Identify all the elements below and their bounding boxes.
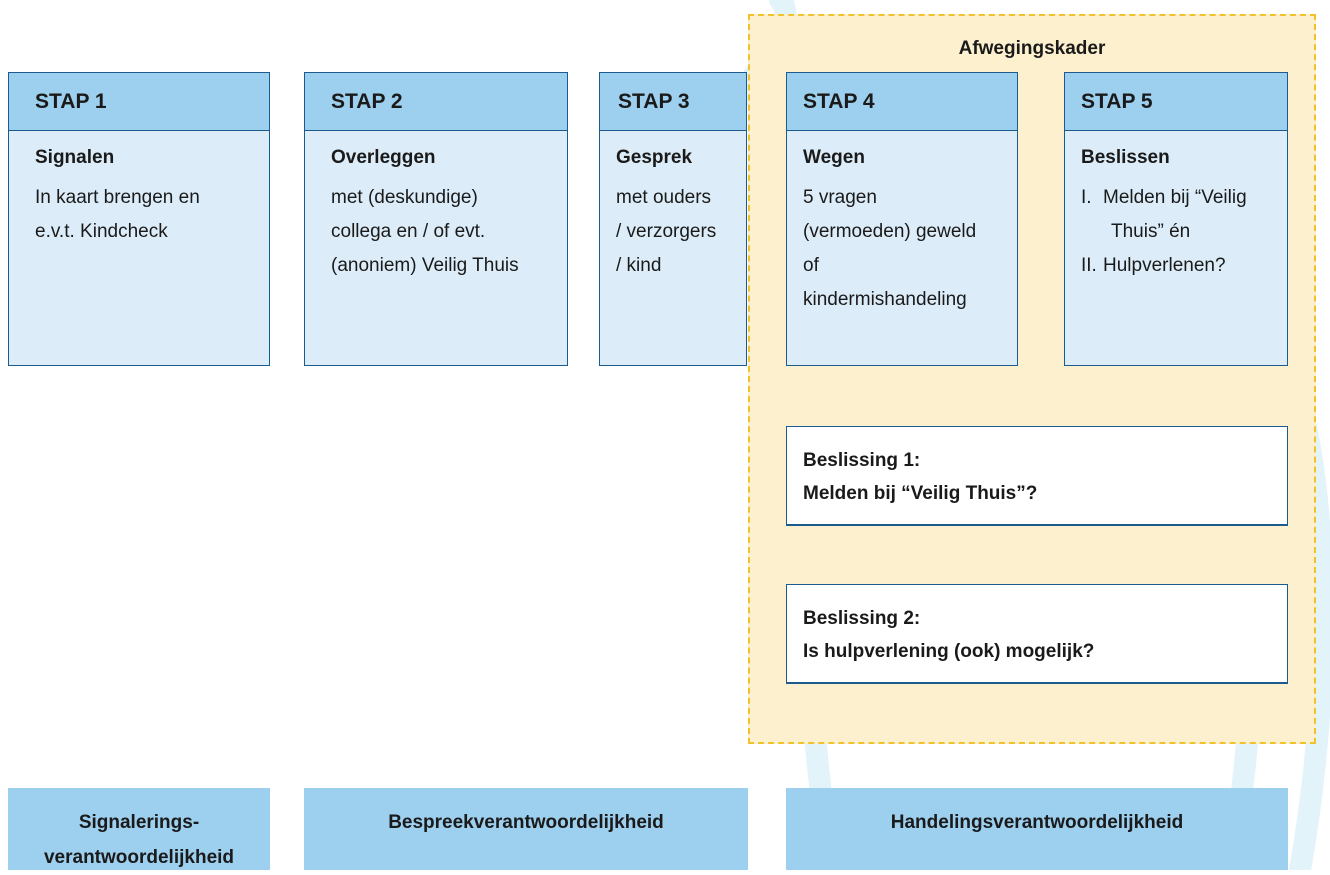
step-label: STAP 5 <box>1064 72 1288 130</box>
step-4: STAP 4 Wegen 5 vragen (vermoeden) geweld… <box>786 72 1018 366</box>
step-1: STAP 1 Signalen In kaart brengen en e.v.… <box>8 72 270 366</box>
step-description: 5 vragen (vermoeden) geweld of kindermis… <box>803 187 977 310</box>
responsibility-handeling: Handelingsverantwoordelijkheid <box>786 788 1288 870</box>
step-subtitle: Wegen <box>803 147 865 168</box>
decision-options-list: I. Melden bij “Veilig Thuis” én II. Hulp… <box>1081 181 1277 283</box>
step-body: Wegen 5 vragen (vermoeden) geweld of kin… <box>786 130 1018 366</box>
step-3: STAP 3 Gesprek met ouders / verzorgers /… <box>599 72 747 366</box>
step-label: STAP 4 <box>786 72 1018 130</box>
step-description: In kaart brengen en e.v.t. Kindcheck <box>35 187 200 242</box>
step-body: Gesprek met ouders / verzorgers / kind <box>599 130 747 366</box>
list-item: II. Hulpverlenen? <box>1081 255 1226 276</box>
decision-title: Beslissing 2: <box>803 608 921 629</box>
step-body: Beslissen I. Melden bij “Veilig Thuis” é… <box>1064 130 1288 366</box>
step-subtitle: Overleggen <box>331 147 436 168</box>
step-subtitle: Gesprek <box>616 147 693 168</box>
afwegingskader-title: Afwegingskader <box>958 38 1106 59</box>
decision-2-box: Beslissing 2: Is hulpverlening (ook) mog… <box>786 584 1288 684</box>
list-item: I. Melden bij “Veilig Thuis” én <box>1081 187 1247 242</box>
responsibility-signalering: Signalerings- verantwoordelijkheid <box>8 788 270 870</box>
step-label: STAP 1 <box>8 72 270 130</box>
step-subtitle: Beslissen <box>1081 147 1170 168</box>
decision-1-box: Beslissing 1: Melden bij “Veilig Thuis”? <box>786 426 1288 526</box>
responsibility-bespreek: Bespreekverantwoordelijkheid <box>304 788 748 870</box>
step-description: met (deskundige) collega en / of evt. (a… <box>331 187 519 276</box>
decision-title: Beslissing 1: <box>803 450 921 471</box>
decision-question: Is hulpverlening (ook) mogelijk? <box>803 641 1095 662</box>
step-subtitle: Signalen <box>35 147 115 168</box>
step-label: STAP 3 <box>599 72 747 130</box>
step-2: STAP 2 Overleggen met (deskundige) colle… <box>304 72 568 366</box>
step-description: met ouders / verzorgers / kind <box>616 187 717 276</box>
step-5: STAP 5 Beslissen I. Melden bij “Veilig T… <box>1064 72 1288 366</box>
step-label: STAP 2 <box>304 72 568 130</box>
step-body: Signalen In kaart brengen en e.v.t. Kind… <box>8 130 270 366</box>
step-body: Overleggen met (deskundige) collega en /… <box>304 130 568 366</box>
decision-question: Melden bij “Veilig Thuis”? <box>803 483 1038 504</box>
